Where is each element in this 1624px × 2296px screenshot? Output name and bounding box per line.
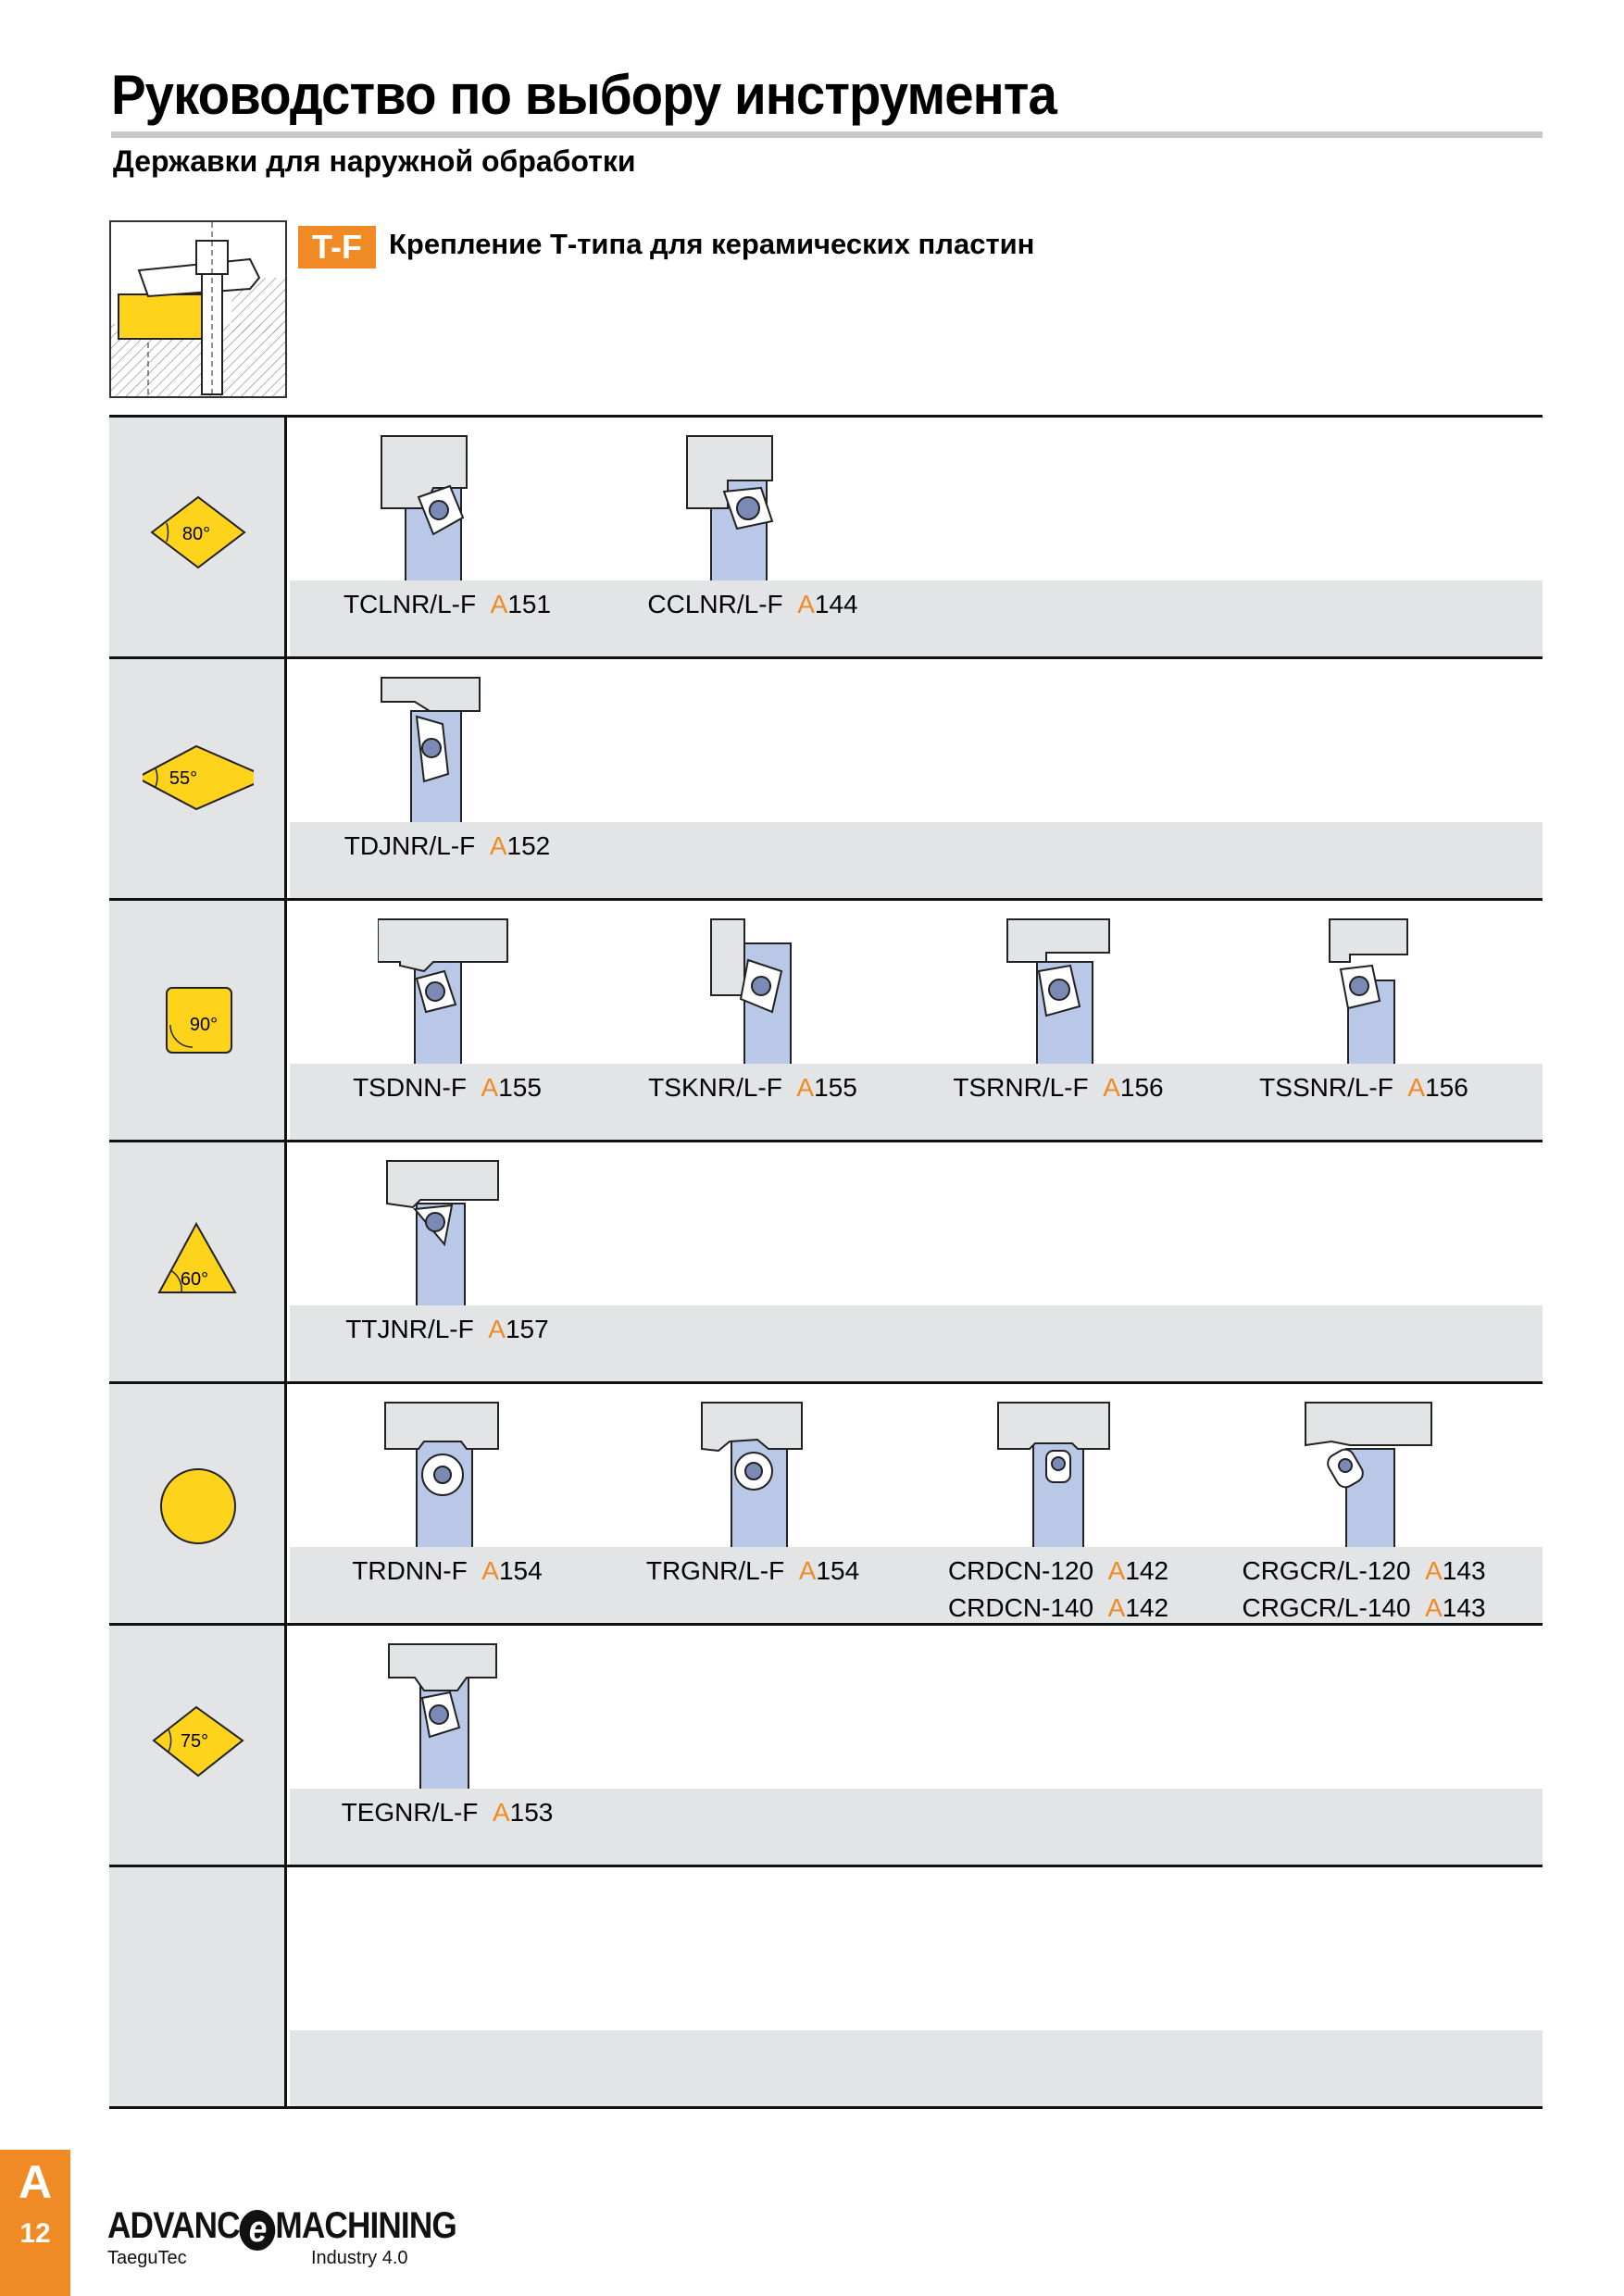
tool-item[interactable]: TTJNR/L-F A157 (294, 1142, 600, 1381)
insert-angle: 80° (182, 524, 210, 544)
rhombus-55-insert-icon: 55° (143, 744, 254, 811)
table-row: TRDNN-F A154 TRGNR/L-F A154 CRDCN-120 A1… (109, 1381, 1543, 1623)
table-row: 80° TCLNR/L-F A151 CCLNR/L-F A144 (109, 415, 1543, 656)
label-band (290, 580, 1543, 656)
tool-label: TCLNR/L-F A151 (343, 590, 552, 618)
section-tab (0, 2150, 70, 2296)
tool-item[interactable]: TRGNR/L-F A154 (600, 1384, 906, 1623)
tool-item[interactable]: TSDNN-F A155 (294, 901, 600, 1140)
table-row: 90° TSDNN-F A155 TSKNR/L-F A155 (109, 898, 1543, 1140)
section-badge: T-F (298, 226, 376, 268)
insert-cell: 55° (109, 659, 287, 898)
tool-label-secondary: CRDCN-140 A142 (947, 1593, 1169, 1622)
tool-holder-drawing (381, 677, 481, 822)
tool-label: TDJNR/L-F A152 (344, 831, 551, 860)
tool-holder-drawing (997, 1402, 1110, 1547)
brand-tagline: Industry 4.0 (311, 2248, 408, 2268)
rhombus-75-insert-icon: 75° (152, 1705, 244, 1778)
tool-item[interactable]: TSRNR/L-F A156 (906, 901, 1211, 1140)
label-band (290, 1064, 1543, 1140)
brand-e-icon: e (239, 2210, 276, 2251)
brand-company: TaeguTec (107, 2248, 187, 2268)
square-90-insert-icon: 90° (166, 987, 232, 1054)
label-band (290, 1789, 1543, 1865)
label-band (290, 1547, 1543, 1623)
tool-holder-drawing (384, 1402, 499, 1547)
table-row: 75° TEGNR/L-F A153 (109, 1623, 1543, 1865)
label-band (290, 822, 1543, 898)
tool-label-secondary: CRGCR/L-140 A143 (1242, 1593, 1486, 1622)
tool-holder-drawing (1329, 918, 1408, 1064)
insert-cell (109, 1867, 287, 2106)
label-band (290, 2030, 1543, 2106)
insert-cell: 90° (109, 901, 287, 1140)
tool-label: TSRNR/L-F A156 (953, 1073, 1164, 1102)
tool-item[interactable]: TSSNR/L-F A156 (1211, 901, 1517, 1140)
tool-label: CCLNR/L-F A144 (647, 590, 858, 618)
tool-label: TRGNR/L-F A154 (645, 1556, 860, 1585)
tool-label: TSKNR/L-F A155 (648, 1073, 857, 1102)
tool-label: TRDNN-F A154 (352, 1556, 543, 1585)
page-title: Руководство по выбору инструмента (111, 64, 1057, 126)
tool-holder-drawing (710, 918, 792, 1064)
tool-label: CRGCR/L-120 A143 (1242, 1556, 1486, 1585)
section-letter: A (18, 2156, 53, 2208)
page-subtitle: Державки для наружной обработки (113, 144, 636, 178)
tool-item[interactable]: CRDCN-120 A142 CRDCN-140 A142 (906, 1384, 1211, 1623)
triangle-60-insert-icon: 60° (157, 1221, 237, 1293)
tool-item[interactable]: TEGNR/L-F A153 (294, 1626, 600, 1865)
insert-angle: 60° (181, 1269, 208, 1290)
insert-cell (109, 1384, 287, 1623)
tool-item[interactable]: CCLNR/L-F A144 (600, 418, 906, 656)
brand-part1: ADVANC (107, 2205, 241, 2246)
rhombus-80-insert-icon: 80° (150, 495, 246, 569)
round-insert-icon (160, 1468, 236, 1544)
insert-angle: 55° (169, 768, 197, 789)
tool-holder-drawing (1305, 1402, 1432, 1547)
brand-part2: MACHINING (275, 2205, 456, 2246)
insert-cell: 75° (109, 1626, 287, 1865)
tool-holder-drawing (388, 1643, 497, 1789)
table-row: 55° TDJNR/L-F A152 (109, 656, 1543, 898)
tool-label: TSDNN-F A155 (353, 1073, 542, 1102)
tool-label: CRDCN-120 A142 (947, 1556, 1169, 1585)
tool-selection-table: 80° TCLNR/L-F A151 CCLNR/L-F A144 (109, 415, 1543, 2109)
page-number: 12 (19, 2218, 51, 2249)
tool-item[interactable]: TCLNR/L-F A151 (294, 418, 600, 656)
tool-holder-drawing (381, 435, 468, 580)
insert-cell: 60° (109, 1142, 287, 1381)
tool-holder-drawing (686, 435, 774, 580)
tool-label: TEGNR/L-F A153 (341, 1798, 554, 1827)
insert-angle: 75° (181, 1731, 208, 1752)
clamp-illustration (109, 220, 287, 398)
tool-holder-drawing (701, 1402, 803, 1547)
label-band (290, 1305, 1543, 1381)
tool-holder-drawing (386, 1160, 499, 1305)
tool-item[interactable]: TSKNR/L-F A155 (600, 901, 906, 1140)
tool-item[interactable]: CRGCR/L-120 A143 CRGCR/L-140 A143 (1211, 1384, 1517, 1623)
tool-item[interactable]: TRDNN-F A154 (294, 1384, 600, 1623)
tool-item[interactable]: TDJNR/L-F A152 (294, 659, 600, 898)
insert-angle: 90° (190, 1015, 218, 1035)
table-row: 60° TTJNR/L-F A157 (109, 1140, 1543, 1381)
table-row (109, 1865, 1543, 2109)
tool-holder-drawing (378, 918, 508, 1064)
tool-label: TSSNR/L-F A156 (1259, 1073, 1468, 1102)
tool-label: TTJNR/L-F A157 (345, 1315, 549, 1343)
title-rule (111, 131, 1543, 138)
insert-cell: 80° (109, 418, 287, 656)
tool-holder-drawing (1006, 918, 1110, 1064)
section-title: Крепление Т-типа для керамических пласти… (389, 228, 1035, 260)
